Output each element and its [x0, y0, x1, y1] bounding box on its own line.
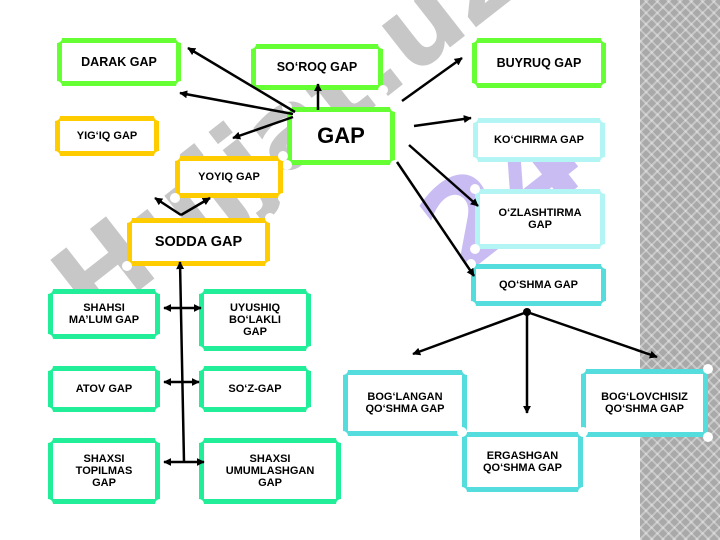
arrow-qoshma-boglangan	[412, 310, 528, 356]
arrow-gap-darak	[187, 46, 296, 114]
arrow-sodda-yoyiq-right	[180, 196, 211, 217]
arrow-qoshma-boglovchisiz	[526, 310, 658, 359]
arrow-gap-yigiq	[232, 115, 294, 140]
arrow-gap-buyruq	[401, 56, 463, 103]
arrow-gap-qoshma	[395, 161, 476, 277]
sodda-trunk-line	[176, 261, 186, 463]
arrow-gap-ozlashtirma	[408, 144, 479, 207]
arrow-gap-kochirma	[413, 115, 472, 128]
side-stripe	[640, 0, 720, 540]
arrow-sodda-yoyiq-left	[154, 196, 182, 217]
qoshma-junction-dot	[523, 308, 531, 316]
arrow-gap-darak-2	[179, 90, 294, 116]
